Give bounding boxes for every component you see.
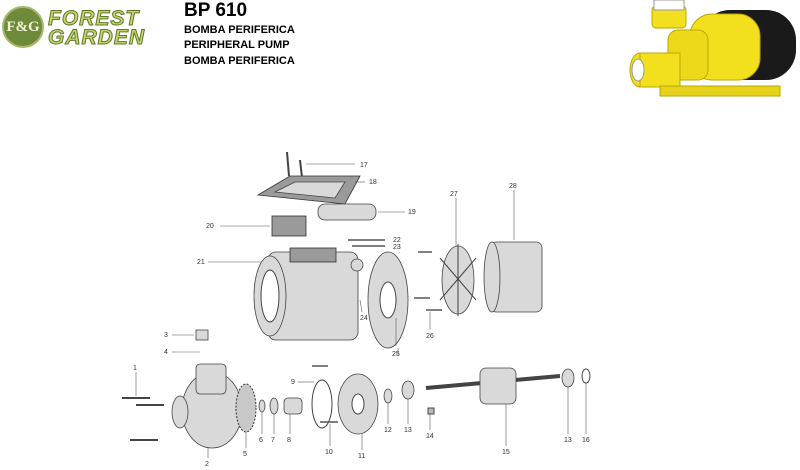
label-26: 26 [426, 333, 434, 340]
label-13-front: 13 [404, 427, 412, 434]
label-4: 4 [164, 349, 168, 356]
label-14: 14 [426, 433, 434, 440]
label-3: 3 [164, 332, 168, 339]
label-6: 6 [259, 437, 263, 444]
part-19-capacitor [317, 203, 405, 221]
part-12-13-bearings [383, 380, 435, 415]
part-2-pump-body [171, 363, 243, 458]
part-3-4-plug [172, 329, 209, 353]
model-title: BP 610 [184, 0, 248, 21]
label-27: 27 [450, 191, 458, 198]
subtitle-line-2: PERIPHERAL PUMP [184, 39, 290, 51]
label-12: 12 [384, 427, 392, 434]
pump-photo [629, 0, 796, 97]
leader-lines [245, 299, 587, 450]
part-21-motor-housing [208, 247, 364, 341]
part-15-rotor-shaft [425, 367, 561, 405]
part-1-screws [122, 372, 164, 441]
brand-badge-icon: F&G [2, 6, 44, 48]
label-16: 16 [582, 437, 590, 444]
label-28: 28 [509, 183, 517, 190]
label-17: 17 [360, 162, 368, 169]
part-25-end-shield [367, 251, 409, 355]
part-28-fan-cover [483, 190, 543, 313]
label-22: 22 [393, 237, 401, 244]
label-5: 5 [243, 451, 247, 458]
part-18-terminal-cover [256, 175, 365, 205]
label-8: 8 [287, 437, 291, 444]
label-19: 19 [408, 209, 416, 216]
label-2: 2 [205, 461, 209, 468]
label-11: 11 [358, 453, 365, 460]
part-20-terminal-block [220, 215, 307, 237]
part-5-impeller [235, 383, 257, 433]
label-9: 9 [291, 379, 295, 386]
brand-badge-text: F&G [6, 18, 40, 35]
label-25: 25 [392, 351, 400, 358]
label-24: 24 [360, 315, 368, 322]
brand-line-2: GARDEN [47, 26, 146, 49]
label-1: 1 [133, 365, 137, 372]
part-27-fan [414, 198, 477, 316]
subtitle-line-1: BOMBA PERIFERICA [184, 24, 295, 36]
label-13-rear: 13 [564, 437, 572, 444]
brand-logo: F&G FOREST GARDEN [2, 6, 172, 50]
subtitle-line-3: BOMBA PERIFERICA [184, 55, 295, 67]
part-9-oring [298, 365, 338, 429]
label-18: 18 [369, 179, 377, 186]
label-21: 21 [197, 259, 205, 266]
label-10: 10 [325, 449, 333, 456]
label-20: 20 [206, 223, 214, 230]
part-22-23-bolts [348, 239, 385, 247]
label-23: 23 [393, 244, 401, 251]
brand-line-1: FOREST [47, 7, 140, 30]
part-6-7-8-seals [258, 397, 303, 415]
label-15: 15 [502, 449, 510, 456]
part-11-bracket [337, 373, 379, 435]
label-7: 7 [271, 437, 275, 444]
